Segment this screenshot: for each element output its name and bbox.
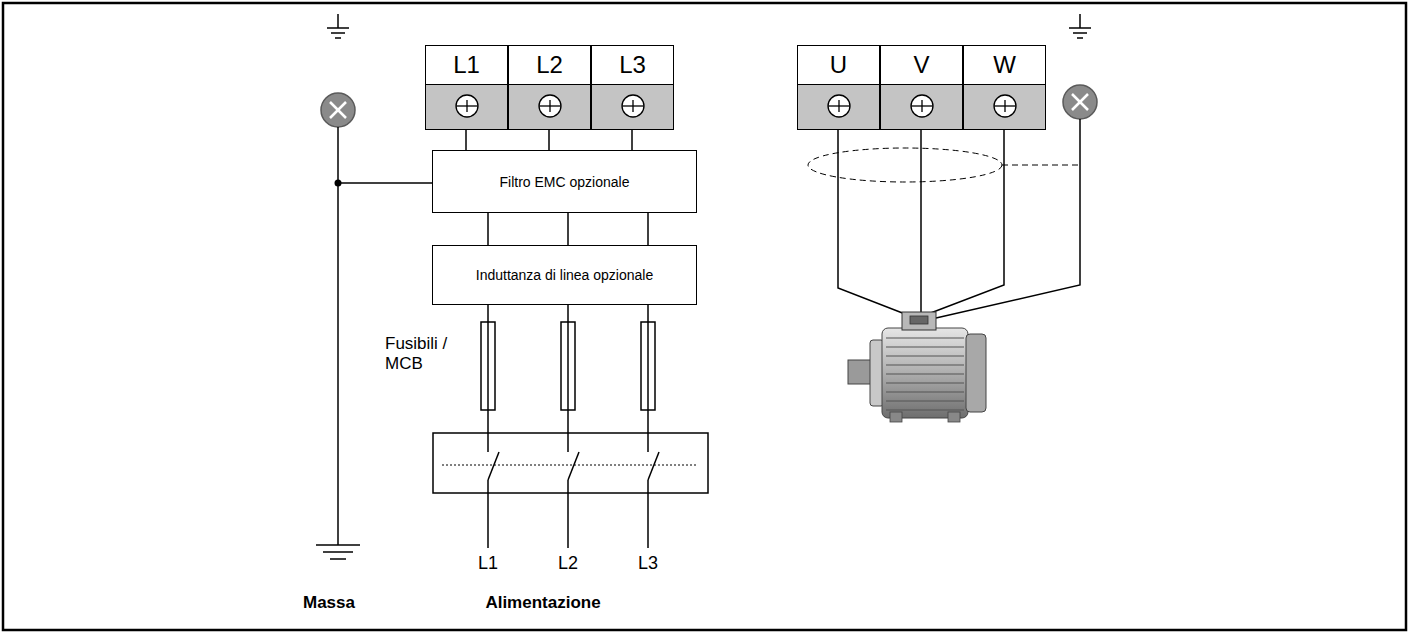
terminal-cell: L1 bbox=[425, 45, 508, 130]
terminal-screw-area bbox=[964, 84, 1045, 129]
screw-symbol bbox=[882, 85, 962, 129]
terminal-screw-area bbox=[592, 84, 673, 129]
wire-connector bbox=[631, 130, 633, 150]
motor-fin bbox=[886, 346, 964, 347]
terminal-screw-area bbox=[509, 84, 590, 129]
motor-fin bbox=[886, 382, 964, 383]
wire-connector bbox=[567, 213, 569, 245]
fuse-symbol bbox=[481, 322, 655, 410]
phase-label: L2 bbox=[558, 553, 578, 575]
motor-fin bbox=[886, 355, 964, 356]
earth-terminal bbox=[321, 93, 355, 127]
wire-connector bbox=[548, 130, 550, 150]
earth-symbol bbox=[327, 14, 349, 38]
wire-connector bbox=[487, 213, 489, 245]
box-label: Induttanza di linea opzionale bbox=[476, 267, 653, 283]
terminal-cell: L2 bbox=[508, 45, 591, 130]
terminal-label: L3 bbox=[592, 46, 673, 84]
ground-label: Massa bbox=[303, 593, 355, 613]
supply-label: Alimentazione bbox=[485, 593, 600, 613]
motor-fin bbox=[886, 391, 964, 392]
terminal-screw-area bbox=[798, 84, 879, 129]
terminal-cell: L3 bbox=[591, 45, 674, 130]
supply-wires bbox=[488, 305, 648, 433]
motor-fin bbox=[886, 364, 964, 365]
motor-fin bbox=[886, 373, 964, 374]
component-label: Fusibili / MCB bbox=[385, 334, 469, 375]
frame bbox=[3, 3, 1406, 630]
phase-label: L1 bbox=[478, 553, 498, 575]
terminal-label: L2 bbox=[509, 46, 590, 84]
terminal-label: U bbox=[798, 46, 879, 84]
terminal-label: V bbox=[881, 46, 962, 84]
earth-symbol bbox=[316, 545, 360, 559]
terminal-label: L1 bbox=[426, 46, 507, 84]
terminal-cell: U bbox=[797, 45, 880, 130]
phase-label: L3 bbox=[638, 553, 658, 575]
terminal-screw-area bbox=[426, 84, 507, 129]
screw-symbol bbox=[427, 85, 507, 129]
screw-symbol bbox=[799, 85, 879, 129]
process-box: Filtro EMC opzionale bbox=[432, 150, 697, 213]
process-box: Induttanza di linea opzionale bbox=[432, 245, 697, 305]
screw-symbol bbox=[510, 85, 590, 129]
terminal-screw-area bbox=[881, 84, 962, 129]
motor-fin bbox=[886, 409, 964, 410]
box-label: Filtro EMC opzionale bbox=[500, 174, 630, 190]
isolator-switch bbox=[433, 433, 708, 548]
terminal-cell: V bbox=[880, 45, 963, 130]
earth-terminal bbox=[1063, 85, 1097, 119]
motor-fin bbox=[886, 337, 964, 338]
screw-symbol bbox=[965, 85, 1045, 129]
screw-symbol bbox=[593, 85, 673, 129]
wire-connector bbox=[465, 130, 467, 150]
terminal-cell: W bbox=[963, 45, 1046, 130]
earth-symbol bbox=[1069, 14, 1091, 38]
terminal-label: W bbox=[964, 46, 1045, 84]
wire-connector bbox=[647, 213, 649, 245]
cable-screen bbox=[808, 148, 1080, 182]
junction-dot bbox=[335, 180, 342, 187]
motor-illustration bbox=[848, 312, 986, 422]
motor-fin bbox=[886, 400, 964, 401]
